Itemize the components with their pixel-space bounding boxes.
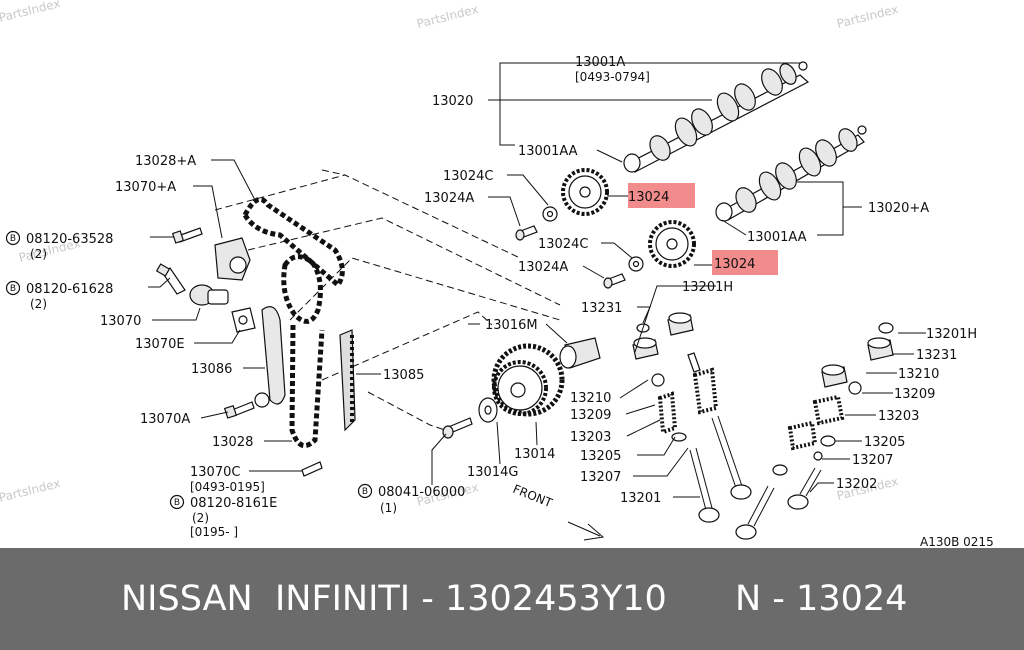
- chain-guide-13086: [254, 306, 286, 408]
- label-13024-top: 13024: [628, 190, 669, 205]
- label-13207-left: 13207: [580, 470, 621, 485]
- crank-sprocket-13014: [491, 343, 565, 417]
- circle-b-label: B: [174, 498, 180, 508]
- label-qty-2-b: (2): [30, 297, 47, 311]
- label-13086: 13086: [191, 362, 232, 377]
- label-13085: 13085: [383, 368, 424, 383]
- label-13201-left: 13201: [620, 491, 661, 506]
- label-13201H-right: 13201H: [926, 327, 977, 342]
- valve-train-right: [735, 322, 894, 540]
- chain-guide-13085: [339, 329, 356, 432]
- label-13014: 13014: [514, 447, 555, 462]
- label-13210-right: 13210: [898, 367, 939, 382]
- label-13210-left: 13210: [570, 391, 611, 406]
- valve-train-left: [632, 312, 752, 523]
- bolt-08041-06000: [442, 417, 473, 439]
- label-13205-left: 13205: [580, 449, 621, 464]
- label-13205-right: 13205: [864, 435, 905, 450]
- label-13203-left: 13203: [570, 430, 611, 445]
- label-13020plusA: 13020+A: [868, 201, 929, 216]
- leader-lines: [148, 62, 926, 498]
- label-13024C-top: 13024C: [443, 169, 493, 184]
- label-13070plusA: 13070+A: [115, 180, 176, 195]
- watermark: PartsIndex: [415, 2, 480, 31]
- label-13001A: 13001A: [575, 55, 625, 70]
- diagram-code: A130B 0215: [920, 535, 994, 548]
- footer-banner: NISSAN INFINITI - 1302453Y10 N - 13024: [0, 548, 1024, 650]
- tensioner-upper: [214, 237, 251, 281]
- label-0493-0794: [0493-0794]: [575, 70, 650, 84]
- label-08120-61628: 08120-61628: [26, 282, 113, 297]
- label-13016M: 13016M: [485, 318, 538, 333]
- label-13070C: 13070C: [190, 465, 240, 480]
- label-08120-8161E: 08120-8161E: [190, 496, 277, 511]
- tensioner-13070: [189, 284, 229, 306]
- highlight-13024-top: [628, 183, 695, 208]
- bolt-08120-61628: [155, 263, 186, 295]
- idler-13016M: [559, 337, 601, 369]
- label-13024C-mid: 13024C: [538, 237, 588, 252]
- label-08120-63528: 08120-63528: [26, 232, 113, 247]
- camshaft-upper: [623, 61, 810, 173]
- label-13203-right: 13203: [878, 409, 919, 424]
- cam-sprocket-upper: [561, 168, 609, 216]
- label-13028: 13028: [212, 435, 253, 450]
- gasket-13070E: [231, 307, 256, 333]
- circle-b-label: B: [362, 487, 368, 497]
- label-08041-06000: 08041-06000: [378, 485, 465, 500]
- footer-text: NISSAN INFINITI - 1302453Y10 N - 13024: [0, 548, 1024, 650]
- label-13231-right: 13231: [916, 348, 957, 363]
- camshaft-lower: [715, 125, 867, 222]
- label-13024A-top: 13024A: [424, 191, 474, 206]
- watermark: PartsIndex: [835, 2, 900, 31]
- sprocket-washers-bolts: [515, 206, 644, 289]
- label-13014G: 13014G: [467, 465, 518, 480]
- footer-brand-part-number: NISSAN INFINITI - 1302453Y10: [121, 579, 667, 619]
- front-arrow: FRONT: [511, 482, 605, 541]
- label-qty-2-c: (2): [192, 511, 209, 525]
- footer-part-code: N - 13024: [735, 579, 908, 619]
- label-13028plusA: 13028+A: [135, 154, 196, 169]
- circle-b-label: B: [10, 234, 16, 244]
- front-label: FRONT: [511, 482, 555, 511]
- label-13201H-top: 13201H: [682, 280, 733, 295]
- label-qty-2-a: (2): [30, 247, 47, 261]
- upper-timing-chain: [242, 196, 345, 324]
- dashed-reference-lines: [214, 169, 561, 431]
- label-13020: 13020: [432, 94, 473, 109]
- label-0493-0195: [0493-0195]: [190, 480, 265, 494]
- lower-timing-chain: [289, 324, 325, 449]
- label-13001AA-right: 13001AA: [747, 230, 807, 245]
- label-13207-right: 13207: [852, 453, 893, 468]
- watermark: PartsIndex: [0, 0, 62, 25]
- label-13209-right: 13209: [894, 387, 935, 402]
- timing-chain-diagram: PartsIndex PartsIndex PartsIndex PartsIn…: [0, 0, 994, 548]
- label-13001AA-top: 13001AA: [518, 144, 578, 159]
- label-13024-mid: 13024: [714, 257, 755, 272]
- label-13024A-mid: 13024A: [518, 260, 568, 275]
- part-labels: 13001A [0493-0794] 13020 13001AA 13024C …: [5, 55, 994, 548]
- label-13070E: 13070E: [135, 337, 185, 352]
- circle-b-label: B: [10, 284, 16, 294]
- label-13070: 13070: [100, 314, 141, 329]
- label-13202: 13202: [836, 477, 877, 492]
- watermark: PartsIndex: [0, 476, 62, 505]
- bolt-08120-63528: [171, 227, 203, 244]
- label-qty-1: (1): [380, 501, 397, 515]
- highlight-13024-mid: [712, 250, 778, 275]
- label-13070A: 13070A: [140, 412, 190, 427]
- label-13209-left: 13209: [570, 408, 611, 423]
- bolt-13070C: [301, 461, 323, 477]
- washer-13014G: [478, 397, 498, 423]
- bolt-13070A: [223, 401, 255, 419]
- cam-sprocket-lower: [648, 220, 696, 268]
- label-0195: [0195- ]: [190, 525, 238, 539]
- label-13231-left: 13231: [581, 301, 622, 316]
